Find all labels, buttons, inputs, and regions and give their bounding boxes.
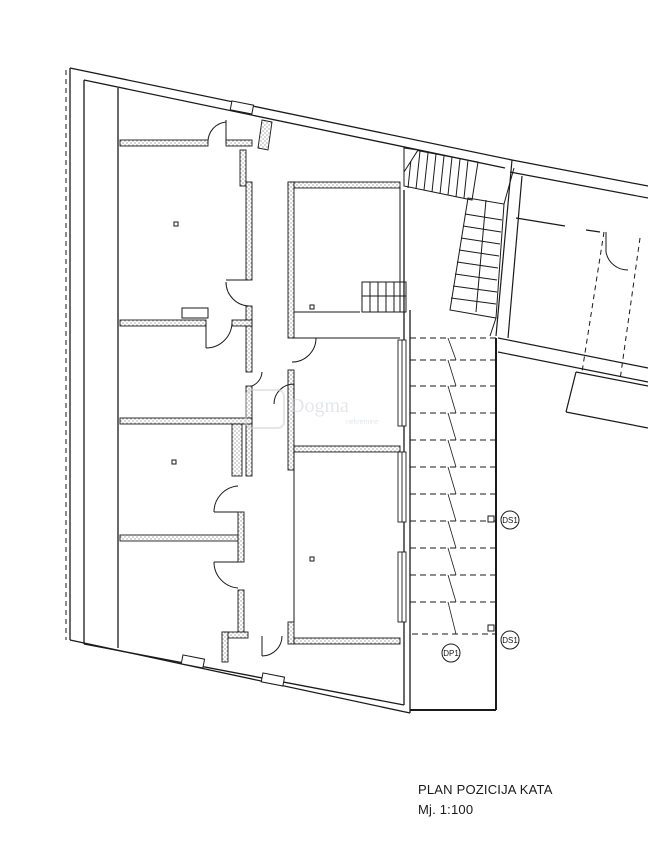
facade-windows (180, 100, 286, 687)
small-stair (361, 281, 407, 313)
corridor-windows (397, 339, 407, 623)
annex-dashed-lines (581, 231, 641, 381)
ds-label-lower: DS1 (502, 636, 518, 645)
ds-label-upper: DS1 (502, 516, 518, 525)
watermark-logo-icon (245, 389, 285, 429)
doors (205, 120, 629, 657)
dp-label: DP1 (443, 649, 459, 658)
main-stair (403, 147, 515, 337)
right-annex (495, 159, 649, 429)
ds-marker-upper: DS1 (487, 510, 520, 530)
ds-marker-lower: DS1 (487, 624, 520, 650)
plan-title: PLAN POZICIJA KATA (418, 782, 553, 797)
watermark: Dogma nekretnine (245, 389, 379, 429)
parking-grid (409, 337, 497, 711)
dp-marker: DP1 (441, 643, 461, 663)
plan-scale: Mj. 1:100 (418, 802, 474, 817)
watermark-tagline: nekretnine (346, 419, 379, 426)
watermark-brand: Dogma (290, 395, 349, 417)
ceiling-points (171, 221, 315, 562)
